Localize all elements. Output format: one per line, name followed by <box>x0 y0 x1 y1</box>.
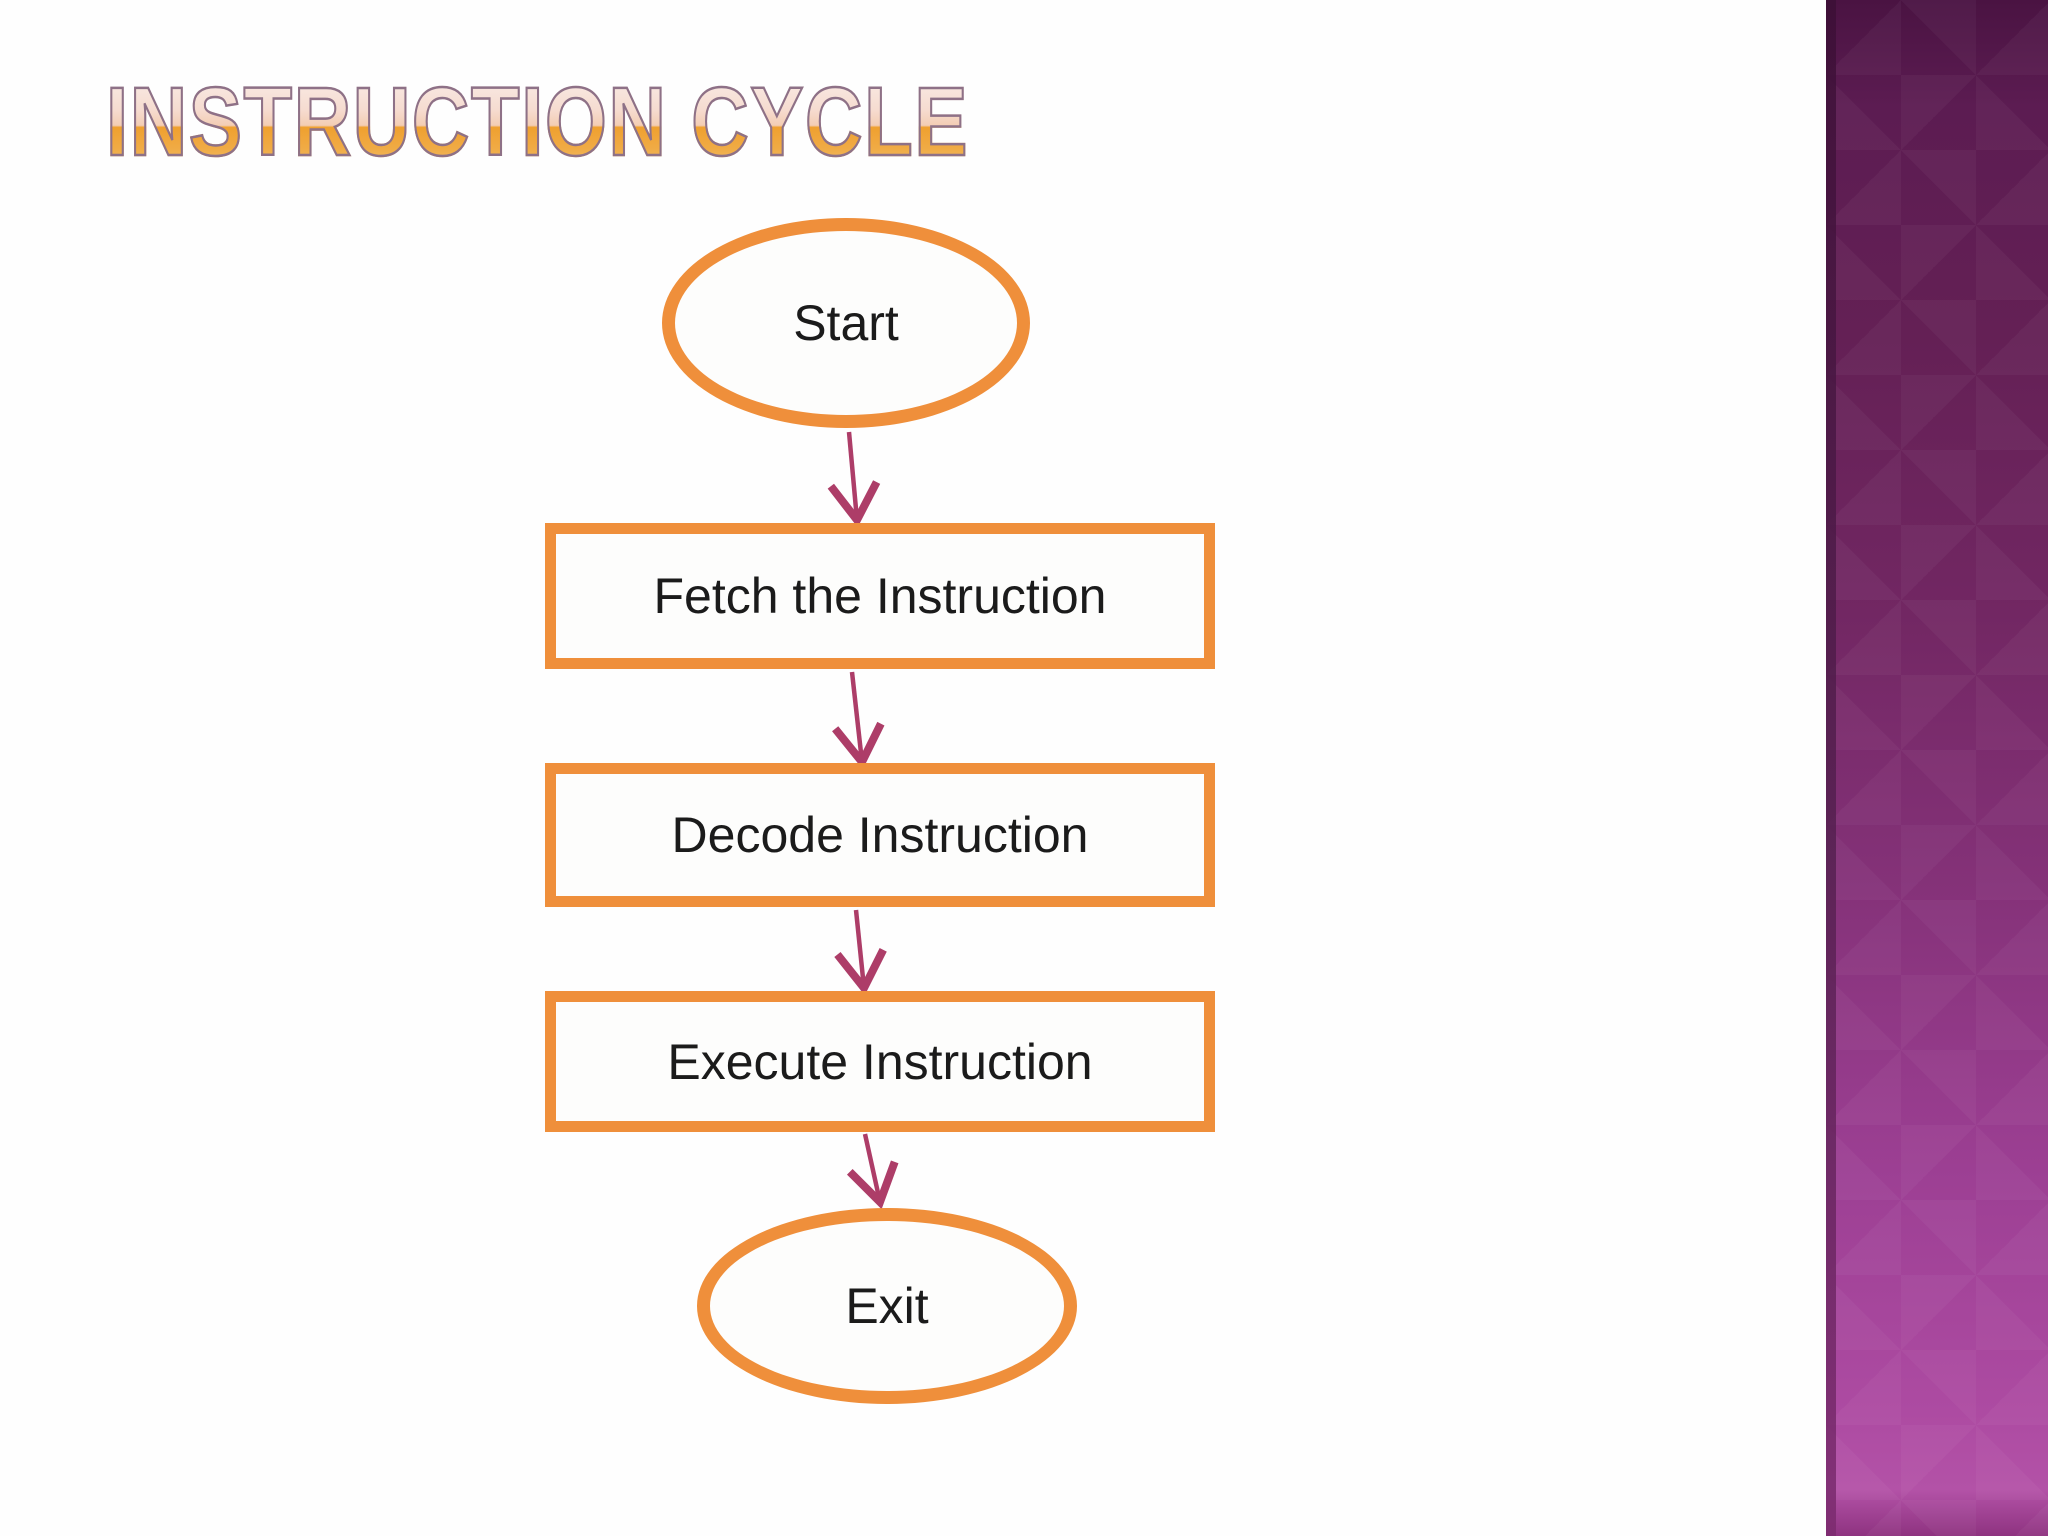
flow-arrow-2 <box>834 909 887 996</box>
flow-arrow-1 <box>832 671 885 770</box>
sidebar-edge-shadow <box>1826 0 1836 1536</box>
slide-title: INSTRUCTION CYCLE <box>105 67 970 176</box>
flow-arrow-0 <box>827 431 881 528</box>
flow-node-decode: Decode Instruction <box>545 763 1215 907</box>
flow-node-fetch-label: Fetch the Instruction <box>653 568 1107 624</box>
flow-node-execute: Execute Instruction <box>545 991 1215 1132</box>
flow-node-fetch: Fetch the Instruction <box>545 523 1215 669</box>
flow-arrow-3 <box>846 1133 899 1210</box>
flow-node-start-label: Start <box>793 295 899 351</box>
flow-node-decode-label: Decode Instruction <box>671 807 1089 863</box>
flow-node-exit: Exit <box>697 1208 1077 1404</box>
flow-node-start: Start <box>662 218 1030 428</box>
flow-node-execute-label: Execute Instruction <box>667 1033 1093 1090</box>
flow-node-exit-label: Exit <box>845 1278 929 1334</box>
decorative-sidebar <box>1826 0 2048 1536</box>
